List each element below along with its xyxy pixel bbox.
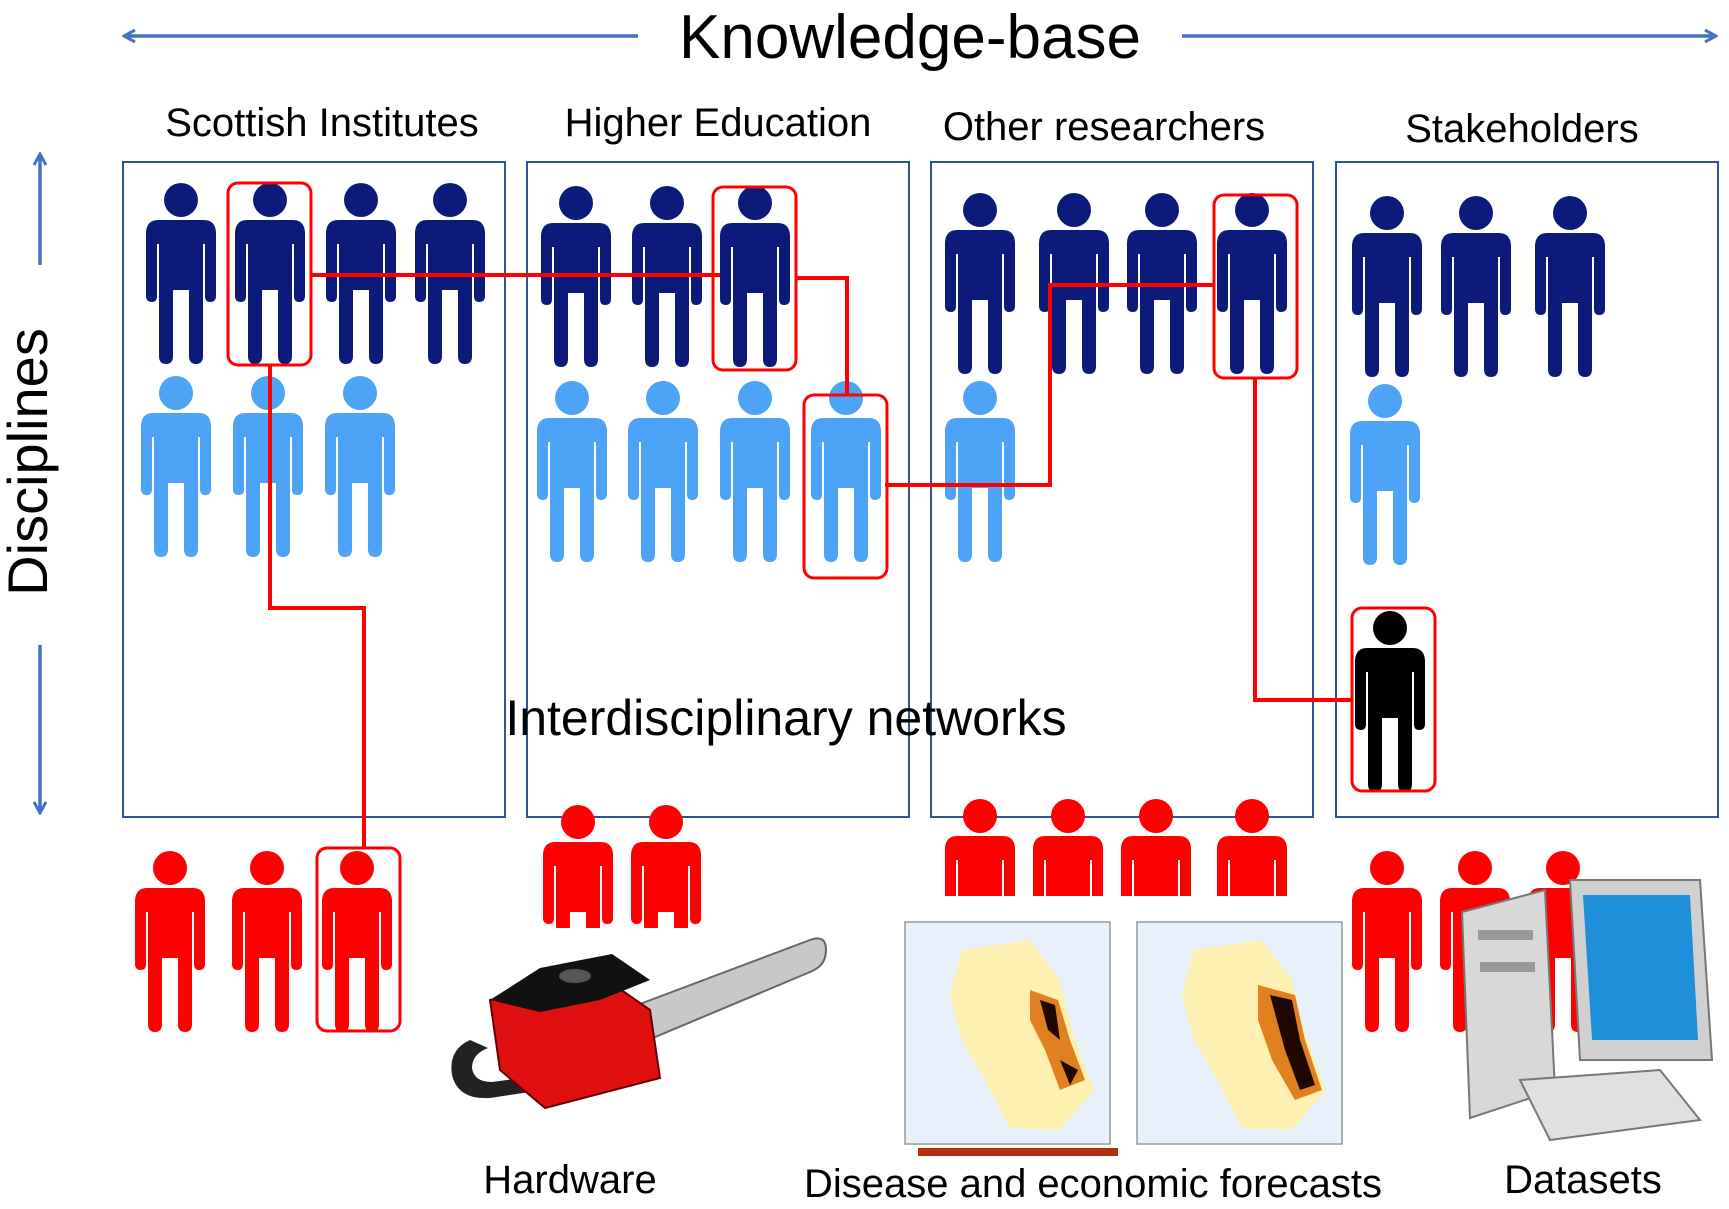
- highlight-box: [1212, 193, 1299, 380]
- page-title: Knowledge-base: [679, 3, 1141, 72]
- person-red: [232, 851, 302, 1032]
- forecast-map-right: [1136, 921, 1343, 1145]
- column-heading-other-researchers: Other researchers: [943, 105, 1265, 149]
- column-heading-scottish-institutes: Scottish Institutes: [165, 101, 478, 145]
- person-light: [945, 381, 1015, 562]
- person-light: [628, 381, 698, 562]
- highlight-box: [315, 846, 402, 1033]
- hardware-label: Hardware: [483, 1158, 656, 1202]
- computer-icon: [1460, 879, 1714, 1142]
- network-links: [268, 273, 1352, 848]
- forecast-colorbar: [918, 1148, 1118, 1156]
- person-dark: [1535, 196, 1605, 377]
- person-dark: [1352, 196, 1422, 377]
- person-dark: [146, 183, 216, 364]
- interdisciplinary-networks-label: Interdisciplinary networks: [505, 690, 1066, 746]
- column-box-higher-education: [526, 161, 910, 818]
- chainsaw-icon: [451, 937, 828, 1110]
- person-light: [720, 381, 790, 562]
- person-light: [141, 376, 211, 557]
- person-dark: [1217, 193, 1287, 374]
- person-dark: [720, 186, 790, 367]
- person-dark: [235, 183, 305, 364]
- network-link: [885, 283, 1215, 487]
- column-box-other-researchers: [930, 161, 1314, 818]
- person-red: [135, 851, 205, 1032]
- highlight-box: [711, 185, 798, 372]
- column-box-stakeholders: [1335, 161, 1719, 818]
- person-light: [325, 376, 395, 557]
- highlight-box: [802, 393, 889, 580]
- column-heading-higher-education: Higher Education: [565, 101, 872, 145]
- person-red: [322, 851, 392, 1032]
- disciplines-label: Disciplines: [0, 328, 59, 596]
- person-dark: [1441, 196, 1511, 377]
- network-link: [795, 276, 849, 395]
- forecast-map-left: [904, 921, 1111, 1145]
- datasets-label: Datasets: [1504, 1158, 1662, 1202]
- person-light: [537, 381, 607, 562]
- person-light: [811, 381, 881, 562]
- highlight-box: [1350, 606, 1437, 793]
- network-link: [268, 365, 366, 848]
- person-dark: [945, 193, 1015, 374]
- network-link: [1253, 378, 1352, 702]
- highlight-box: [226, 181, 313, 367]
- person-red-partial: [631, 805, 701, 986]
- column-box-scottish-institutes: [122, 161, 506, 818]
- column-heading-stakeholders: Stakeholders: [1405, 107, 1638, 151]
- person-light: [1350, 384, 1420, 565]
- forecasts-label: Disease and economic forecasts: [804, 1162, 1382, 1206]
- person-red: [1352, 851, 1422, 1032]
- person-black: [1355, 611, 1425, 792]
